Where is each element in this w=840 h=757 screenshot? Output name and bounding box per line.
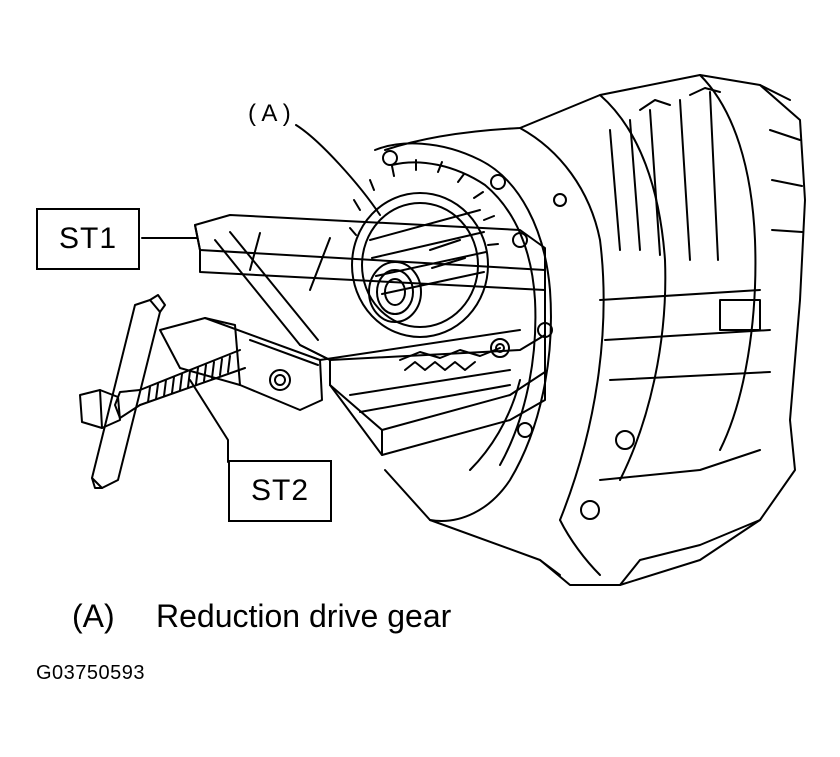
figure-caption: (A) Reduction drive gear <box>72 598 451 635</box>
st2-leader <box>189 379 229 463</box>
bell-housing-flange <box>374 142 635 522</box>
a-marker-label: ( A ) <box>248 100 291 127</box>
a-leader <box>295 124 381 216</box>
caption-key: (A) <box>72 598 115 634</box>
reduction-drive-gear <box>349 159 499 338</box>
st1-puller-frame <box>194 214 546 456</box>
st1-callout: ST1 <box>36 208 140 270</box>
st2-callout: ST2 <box>228 460 332 522</box>
st2-forcing-screw <box>79 294 323 489</box>
caption-text: Reduction drive gear <box>156 598 452 634</box>
leader-lines <box>141 124 381 463</box>
transmission-case <box>384 74 806 586</box>
figure-id: G03750593 <box>36 662 146 684</box>
